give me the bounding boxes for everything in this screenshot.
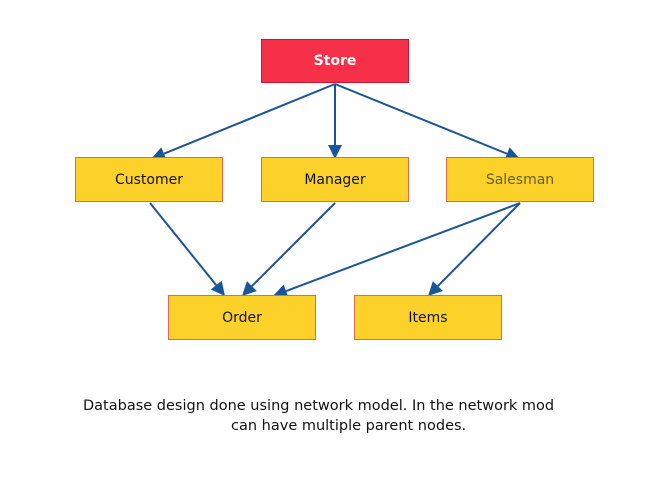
edge-salesman-items [437,202,521,287]
arrowhead-customer-order [210,280,225,296]
node-manager-label: Manager [304,171,366,188]
edge-store-customer [163,83,336,155]
node-manager: Manager [261,157,409,202]
arrowhead-salesman-order [273,284,289,298]
diagram-caption: Database design done using network model… [0,396,670,436]
node-customer: Customer [75,157,223,202]
caption-line-1: Database design done using network model… [83,398,555,414]
arrowhead-store-manager [328,145,342,159]
node-store-label: Store [313,53,357,69]
node-customer-label: Customer [114,171,183,188]
node-order-label: Order [222,309,262,326]
edge-customer-order [149,202,217,286]
node-salesman-label: Salesman [485,171,555,188]
arrowhead-store-salesman [504,147,520,161]
node-salesman: Salesman [446,157,594,202]
edge-store-salesman [334,83,508,155]
arrowhead-store-customer [151,147,167,161]
edge-manager-order [251,202,336,287]
node-items-label: Items [408,309,448,326]
node-store: Store [261,39,409,83]
arrowhead-salesman-items [428,281,443,296]
arrowhead-manager-order [242,281,257,296]
caption-line-2: can have multiple parent nodes. [231,418,467,434]
node-order: Order [168,295,316,340]
edge-salesman-order [285,202,521,293]
node-items: Items [354,295,502,340]
